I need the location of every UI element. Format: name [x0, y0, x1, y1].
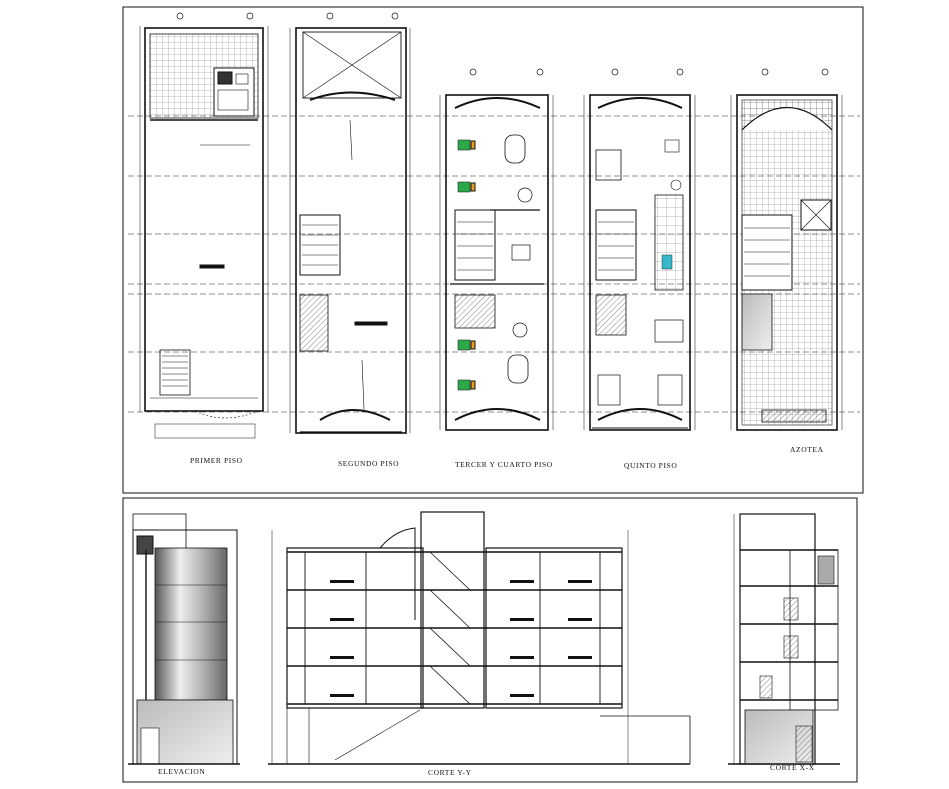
axis-bubble: [176, 12, 184, 20]
label-elevacion: ELEVACION: [158, 767, 206, 776]
axis-bubble: [611, 68, 619, 76]
label-primer-piso: PRIMER PISO: [190, 456, 243, 465]
axis-bubble: [326, 12, 334, 20]
corte-xx-drawing: [728, 513, 840, 765]
label-quinto-piso: QUINTO PISO: [624, 461, 678, 470]
label-corte-xx: CORTE X-X: [770, 763, 815, 772]
plan-segundo-piso: [295, 27, 407, 434]
top-frame: [122, 6, 864, 494]
axis-bubble: [821, 68, 829, 76]
label-azotea: AZOTEA: [790, 445, 824, 454]
label-tercer-cuarto-piso: TERCER Y CUARTO PISO: [455, 460, 553, 469]
plan-primer-piso: [144, 27, 264, 439]
axis-bubble: [761, 68, 769, 76]
label-corte-yy: CORTE Y-Y: [428, 768, 472, 777]
plan-quinto-piso: [589, 94, 691, 431]
dimension-lines: [139, 26, 843, 433]
bottom-frame: [122, 497, 858, 783]
axis-bubble: [391, 12, 399, 20]
elevacion-drawing: [128, 513, 240, 765]
corte-yy-drawing: [268, 511, 691, 765]
plan-azotea: [736, 94, 838, 431]
plan-tercer-cuarto-piso: [445, 94, 549, 431]
axis-bubble: [536, 68, 544, 76]
axis-bubble: [676, 68, 684, 76]
axis-bubble: [469, 68, 477, 76]
label-segundo-piso: SEGUNDO PISO: [338, 459, 400, 468]
axis-bubble: [246, 12, 254, 20]
grid-bubbles: [176, 12, 829, 76]
